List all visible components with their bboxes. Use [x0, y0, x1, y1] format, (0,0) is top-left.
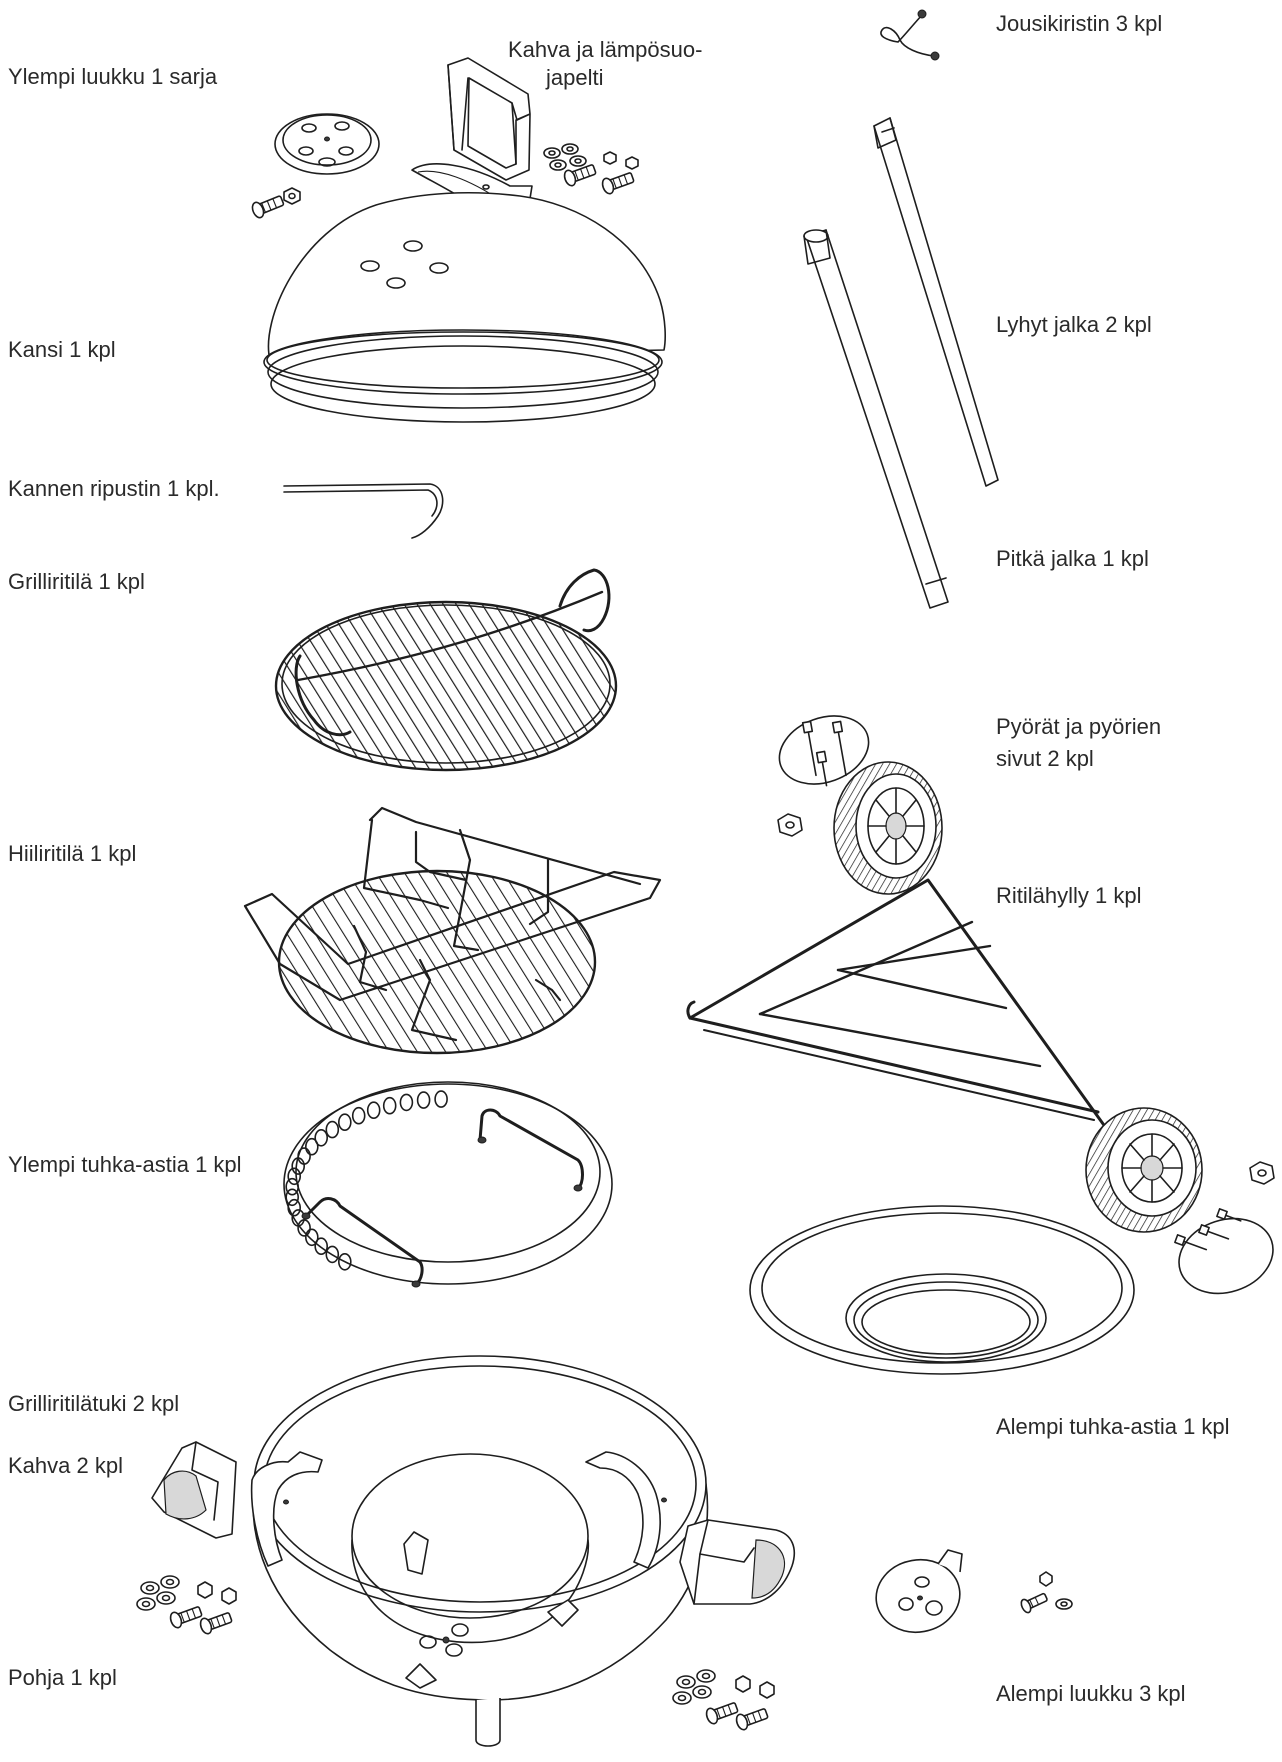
- vent-hole: [326, 1122, 338, 1138]
- vent-hole: [353, 1108, 365, 1124]
- vent-hole: [435, 1091, 447, 1107]
- lid-illustration: [264, 193, 665, 422]
- grate-shelf-illustration: [688, 880, 1106, 1128]
- vent-hole: [418, 1092, 430, 1108]
- wheel-upper-illustration: [770, 704, 942, 894]
- lower-ash-pan-illustration: [750, 1206, 1134, 1374]
- wheel-lower-illustration: [1086, 1108, 1282, 1305]
- vent-hole: [286, 1189, 298, 1205]
- label-lid: Kansi 1 kpl: [8, 337, 116, 362]
- charcoal-grate-illustration: [245, 808, 660, 1053]
- vent-hole: [339, 1254, 351, 1270]
- upper-ash-pan-illustration: [284, 1082, 612, 1287]
- bowl-handle-right-illustration: [680, 1520, 794, 1604]
- label-lower-ash-pan: Alempi tuhka-astia 1 kpl: [996, 1414, 1230, 1439]
- bowl-illustration: [252, 1356, 708, 1746]
- label-grate-support: Grilliritilätuki 2 kpl: [8, 1391, 180, 1416]
- bowl-handle-left-illustration: [152, 1442, 236, 1538]
- label-spring-clip: Jousikiristin 3 kpl: [996, 11, 1163, 36]
- vent-hole: [368, 1102, 380, 1118]
- label-short-leg: Lyhyt jalka 2 kpl: [996, 312, 1152, 337]
- handle-hardware-illustration: [544, 144, 638, 195]
- label-charcoal-grate: Hiiliritilä 1 kpl: [8, 841, 137, 866]
- long-leg-illustration: [804, 230, 948, 608]
- label-wheels-1: Pyörät ja pyörien: [996, 714, 1162, 739]
- bowl-hardware-right-illustration: [673, 1670, 774, 1731]
- cooking-grate-illustration: [276, 570, 616, 770]
- vent-hole: [315, 1130, 327, 1146]
- label-wheels-2: sivut 2 kpl: [996, 746, 1094, 771]
- vent-hole: [286, 1179, 298, 1195]
- label-upper-ash-pan: Ylempi tuhka-astia 1 kpl: [8, 1152, 242, 1177]
- label-lid-hanger: Kannen ripustin 1 kpl.: [8, 476, 220, 501]
- vent-hole: [326, 1246, 338, 1262]
- label-grate-shelf: Ritilähylly 1 kpl: [996, 883, 1142, 908]
- vent-hole: [298, 1148, 310, 1164]
- vent-hole: [306, 1139, 318, 1155]
- label-lower-vent: Alempi luukku 3 kpl: [996, 1681, 1186, 1706]
- vent-hole: [288, 1200, 300, 1216]
- vent-hole: [315, 1238, 327, 1254]
- vent-hole: [339, 1114, 351, 1130]
- spring-clip-illustration: [881, 10, 939, 60]
- ash-pan-vent-holes: [286, 1091, 447, 1270]
- label-handle: Kahva 2 kpl: [8, 1453, 123, 1478]
- lower-vent-illustration: [870, 1550, 1072, 1639]
- label-upper-vent: Ylempi luukku 1 sarja: [8, 64, 218, 89]
- vent-hole: [384, 1098, 396, 1114]
- bowl-hardware-left-illustration: [137, 1576, 236, 1635]
- short-leg-illustration: [874, 118, 998, 486]
- lid-hanger-illustration: [284, 484, 443, 538]
- label-long-leg: Pitkä jalka 1 kpl: [996, 546, 1149, 571]
- vent-hole: [288, 1168, 300, 1184]
- label-handle-heatshield-2: japelti: [546, 65, 604, 90]
- label-cooking-grate: Grilliritilä 1 kpl: [8, 569, 145, 594]
- vent-hole: [400, 1094, 412, 1110]
- label-bowl: Pohja 1 kpl: [8, 1665, 117, 1690]
- upper-vent-illustration: [250, 114, 379, 219]
- vent-hole: [306, 1229, 318, 1245]
- label-handle-heatshield-1: Kahva ja lämpösuo-: [508, 37, 703, 62]
